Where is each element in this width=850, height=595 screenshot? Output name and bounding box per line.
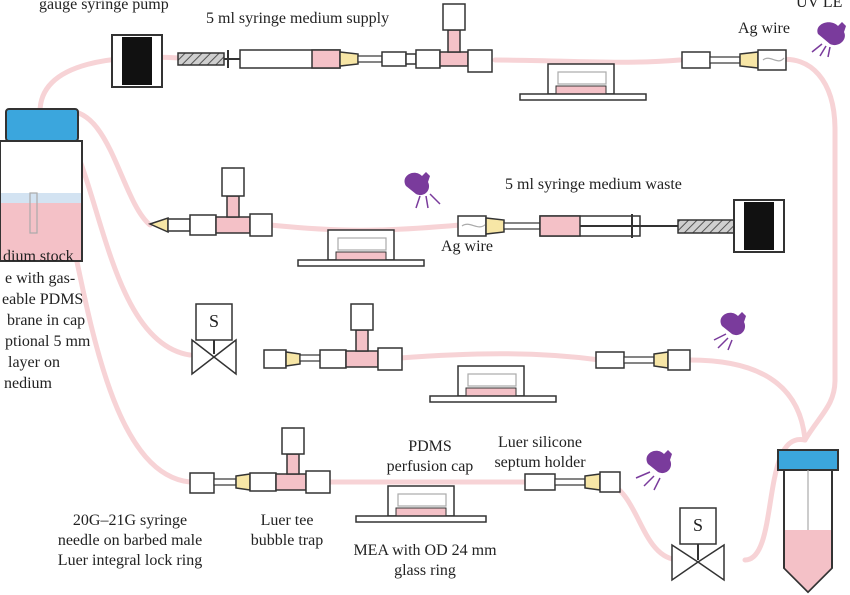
label-stock-1: dium stock bbox=[3, 248, 74, 265]
septum-holder-icon bbox=[524, 471, 621, 493]
luer-needle-row3 bbox=[263, 349, 347, 369]
luer-tee-icon bbox=[215, 167, 273, 237]
label-septum-1: Luer silicone bbox=[498, 434, 582, 451]
uv-led-icon bbox=[635, 450, 672, 491]
label-mea-2: glass ring bbox=[394, 562, 456, 579]
label-ag-wire-mid: Ag wire bbox=[441, 238, 493, 255]
luer-needle-right-3 bbox=[595, 349, 691, 371]
mea-dish-icon bbox=[429, 365, 557, 403]
label-stock-4: brane in cap bbox=[7, 312, 86, 329]
mea-dish-icon bbox=[297, 229, 425, 267]
luer-tee-icon bbox=[381, 3, 493, 73]
syringe-pump-icon bbox=[111, 34, 163, 88]
syringe-icon bbox=[539, 214, 735, 238]
label-stock-5: ptional 5 mm bbox=[5, 333, 91, 350]
ag-wire-fitting-row2 bbox=[457, 215, 541, 237]
luer-needle-row4 bbox=[189, 472, 277, 494]
uv-led-icon bbox=[713, 312, 746, 351]
label-stock-6: layer on bbox=[8, 354, 60, 371]
label-pdms-cap-1: PDMS bbox=[408, 438, 452, 455]
uv-led-icon bbox=[811, 22, 846, 58]
uv-led-icon bbox=[404, 172, 441, 209]
label-needle-1: 20G–21G syringe bbox=[72, 512, 188, 529]
label-needle-2: needle on barbed male bbox=[57, 532, 203, 549]
label-stock-3: eable PDMS bbox=[2, 291, 84, 308]
label-needle-3: Luer integral lock ring bbox=[57, 552, 203, 569]
mea-dish-icon bbox=[355, 485, 487, 523]
solenoid-valve-icon bbox=[191, 303, 237, 376]
label-stock-7: nedium bbox=[4, 375, 52, 392]
syringe-icon bbox=[177, 49, 383, 69]
tube-row1-to-right bbox=[775, 56, 838, 443]
solenoid-valve-icon bbox=[671, 507, 725, 582]
label-tee-1: Luer tee bbox=[260, 512, 314, 529]
tube-row3-main bbox=[397, 351, 603, 363]
label-pdms-cap-2: perfusion cap bbox=[386, 458, 474, 475]
luer-tee-icon bbox=[345, 303, 403, 371]
tube-row3-right bbox=[687, 357, 808, 443]
label-uv-led: UV LE bbox=[796, 0, 843, 11]
label-syringe-supply: 5 ml syringe medium supply bbox=[206, 10, 390, 27]
label-septum-2: septum holder bbox=[494, 454, 586, 471]
label-syringe-waste: 5 ml syringe medium waste bbox=[505, 176, 682, 193]
syringe-pump-icon bbox=[733, 199, 785, 253]
tube-valve-to-waste bbox=[742, 437, 808, 563]
label-stock-2: e with gas- bbox=[5, 270, 76, 287]
mea-dish-icon bbox=[519, 63, 647, 101]
luer-needle-row2 bbox=[147, 214, 217, 236]
label-valve-s-1: S bbox=[208, 311, 219, 331]
stock-bottle-icon bbox=[0, 108, 83, 262]
label-pump-top: gauge syringe pump bbox=[39, 0, 169, 13]
label-tee-2: bubble trap bbox=[250, 532, 324, 549]
label-valve-s-2: S bbox=[692, 515, 703, 535]
waste-tube-icon bbox=[777, 449, 839, 594]
tubing bbox=[17, 54, 838, 563]
tube-row4-to-valve bbox=[602, 479, 683, 563]
tube-row1-main bbox=[492, 57, 683, 65]
label-mea-1: MEA with OD 24 mm bbox=[353, 542, 497, 559]
label-ag-wire-top: Ag wire bbox=[738, 20, 790, 37]
luer-needle-right-1 bbox=[681, 49, 787, 71]
luer-tee-icon bbox=[275, 427, 331, 494]
